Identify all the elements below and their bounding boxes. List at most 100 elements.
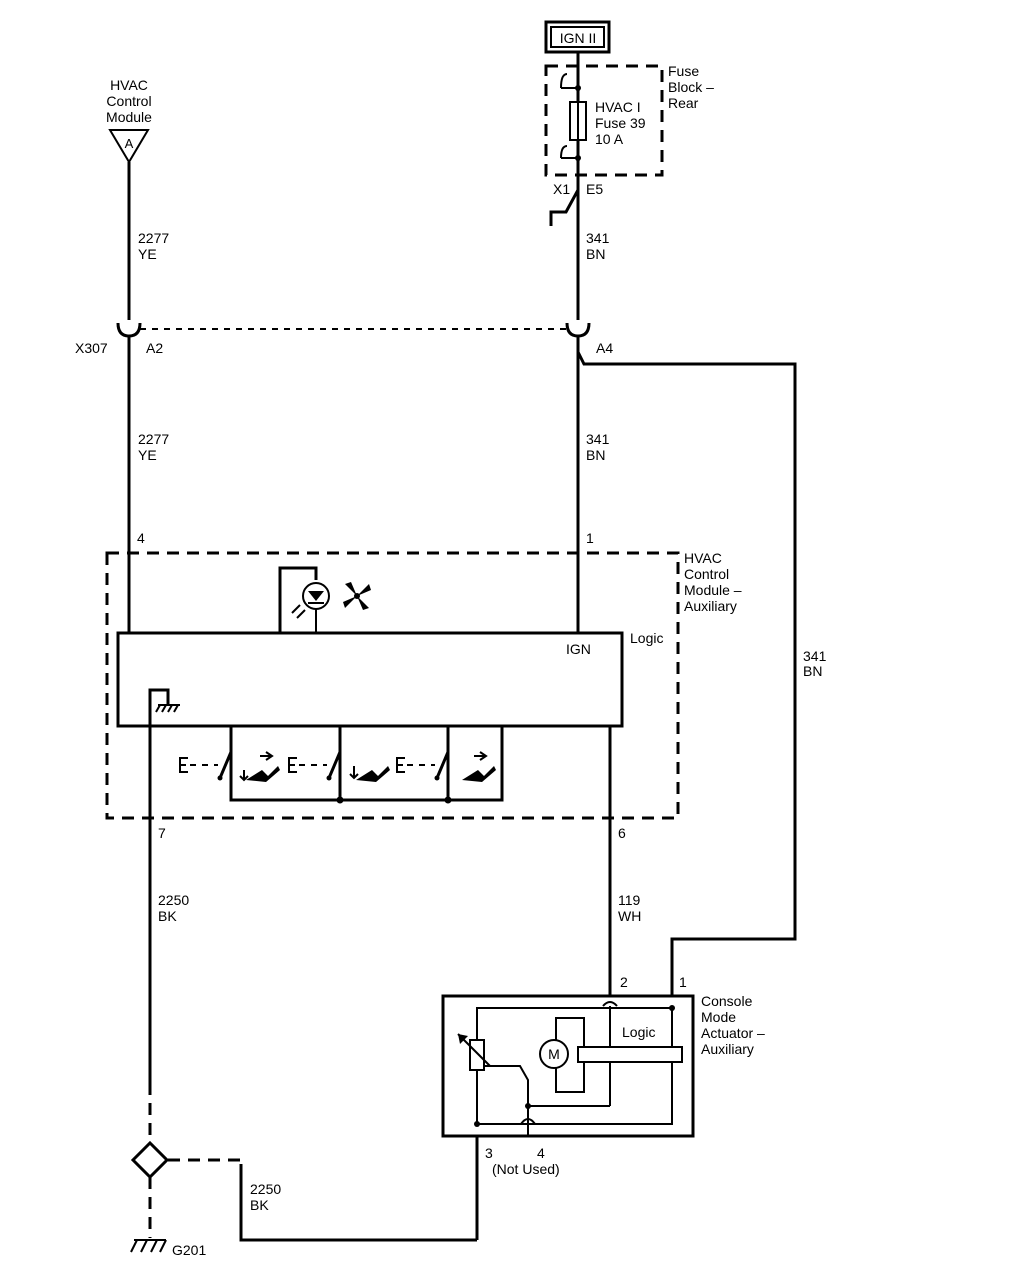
pin-4-not-used-label: (Not Used)	[492, 1161, 560, 1177]
hvac-control-module-label-line-3: Module	[106, 109, 152, 125]
hvac-aux-module-label-line-4: Auxiliary	[684, 598, 737, 614]
switch-1-contact	[218, 751, 233, 779]
aux-pin-4-label: 4	[137, 530, 145, 546]
mode-switch-group	[179, 726, 504, 804]
x307-label: X307	[75, 340, 108, 356]
e5-pin-label: E5	[586, 181, 603, 197]
wire-2250-bottom-circuit: 2250	[250, 1181, 281, 1197]
g201-ground-icon	[130, 1239, 167, 1253]
wire-2250-left-circuit: 2250	[158, 892, 189, 908]
a2-pin-label: A2	[146, 340, 163, 356]
aux-internal-ground-wire	[148, 688, 170, 818]
fuse-junction-bottom	[575, 155, 581, 161]
wire-119-crossover	[602, 1001, 618, 1007]
potentiometer-icon	[469, 1039, 485, 1071]
fuse-terminal-bottom	[560, 145, 568, 159]
hvac-control-module-label: HVAC Control Module	[106, 77, 152, 125]
aux-pin-6-label: 6	[618, 825, 626, 841]
actuator-label-line-3: Actuator –	[701, 1025, 765, 1041]
seat-vent-icon-2	[349, 766, 390, 782]
wire-2250-return	[239, 1176, 477, 1242]
actuator-logic-label: Logic	[622, 1024, 655, 1040]
aux-logic-label: Logic	[630, 630, 663, 646]
wire-2277-mid-color: YE	[138, 447, 157, 463]
fuse-block-label-line-2: Block –	[668, 79, 714, 95]
wire-119-color: WH	[618, 908, 641, 924]
fuse-block-label-line-1: Fuse	[668, 63, 699, 79]
wire-2250-bottom-color: BK	[250, 1197, 269, 1213]
chassis-ground-icon-internal	[155, 704, 180, 713]
aux-pin-1-label: 1	[586, 530, 594, 546]
wire-341-right-circuit: 341	[803, 648, 827, 664]
seat-vent-icon-3	[462, 751, 496, 782]
wire-341-mid-color: BN	[586, 447, 605, 463]
motor-label: M	[548, 1046, 560, 1062]
switch-2-contact	[327, 751, 342, 779]
wire-2277-top-color: YE	[138, 246, 157, 262]
wire-2277-mid-circuit: 2277	[138, 431, 169, 447]
switch-bus-junction-1	[336, 796, 344, 804]
led-light-rays-icon	[291, 604, 306, 619]
wire-341-right-branch	[576, 351, 797, 1008]
potentiometer-arrowhead	[458, 1034, 468, 1044]
fuse-label: HVAC I Fuse 39 10 A	[595, 99, 646, 147]
x307-a2-connector-icon	[116, 322, 142, 338]
fuse-block-rear-outline	[544, 64, 664, 177]
indicator-lamp-wire	[278, 566, 318, 633]
actuator-label-line-1: Console	[701, 993, 753, 1009]
wire-2250-left-color: BK	[158, 908, 177, 924]
hvac-aux-module-label-line-2: Control	[684, 566, 729, 582]
mode-switch-2	[288, 751, 390, 782]
wire-341-mid-circuit: 341	[586, 431, 610, 447]
switch-3-pivot	[434, 775, 440, 781]
wire-2277-top-circuit: 2277	[138, 230, 169, 246]
hvac-control-module-label-line-1: HVAC	[110, 77, 148, 93]
aux-logic-block	[116, 631, 624, 728]
actuator-pin-3-label: 3	[485, 1145, 493, 1161]
mode-switch-1	[179, 751, 280, 782]
fuse-label-line-2: Fuse 39	[595, 115, 646, 131]
wire-119-circuit: 119	[618, 892, 641, 908]
switch-1-e-icon	[179, 757, 188, 773]
a4-pin-label: A4	[596, 340, 613, 356]
seat-vent-icon-1	[239, 751, 280, 782]
ign-ii-label: IGN II	[560, 30, 597, 46]
port-a-triangle-icon	[108, 129, 150, 164]
wire-341-top-circuit: 341	[586, 230, 610, 246]
fuse-terminal-top	[560, 73, 568, 89]
fuse-label-line-3: 10 A	[595, 131, 624, 147]
x1-connector-label: X1	[553, 181, 570, 197]
actuator-logic-block	[577, 1046, 683, 1063]
switch-common-bus	[229, 726, 504, 802]
potentiometer-wiper-lead	[484, 1065, 529, 1136]
actuator-ref-bus	[476, 1007, 672, 1124]
pin4-crossover	[520, 1118, 536, 1125]
hvac-aux-module-label-line-1: HVAC	[684, 550, 722, 566]
actuator-label-line-4: Auxiliary	[701, 1041, 754, 1057]
hvac-aux-module-outline	[105, 551, 680, 820]
switch-3-contact	[435, 751, 450, 779]
mode-switch-3	[396, 751, 496, 782]
fuse-block-label: Fuse Block – Rear	[668, 63, 714, 111]
actuator-pin-1-label: 1	[679, 974, 687, 990]
aux-pin-7-label: 7	[158, 825, 166, 841]
fuse-block-label-line-3: Rear	[668, 95, 699, 111]
led-diode-icon	[308, 591, 324, 601]
console-mode-actuator-label: Console Mode Actuator – Auxiliary	[701, 993, 765, 1057]
switch-1-pivot	[217, 775, 223, 781]
fan-icon	[343, 582, 371, 610]
actuator-label-line-2: Mode	[701, 1009, 736, 1025]
x307-a4-connector-icon	[565, 322, 591, 338]
switch-3-e-icon	[396, 757, 405, 773]
hvac-control-module-label-line-2: Control	[106, 93, 151, 109]
wire-341-top-color: BN	[586, 246, 605, 262]
actuator-pin-4-label: 4	[537, 1145, 545, 1161]
x1-connector-symbol	[549, 189, 580, 226]
switch-2-e-icon	[288, 757, 297, 773]
hvac-aux-module-label: HVAC Control Module – Auxiliary	[684, 550, 742, 614]
wire-341-right-color: BN	[803, 663, 822, 679]
switch-2-pivot	[326, 775, 332, 781]
motor-icon	[539, 1039, 569, 1069]
g201-label: G201	[172, 1242, 206, 1258]
